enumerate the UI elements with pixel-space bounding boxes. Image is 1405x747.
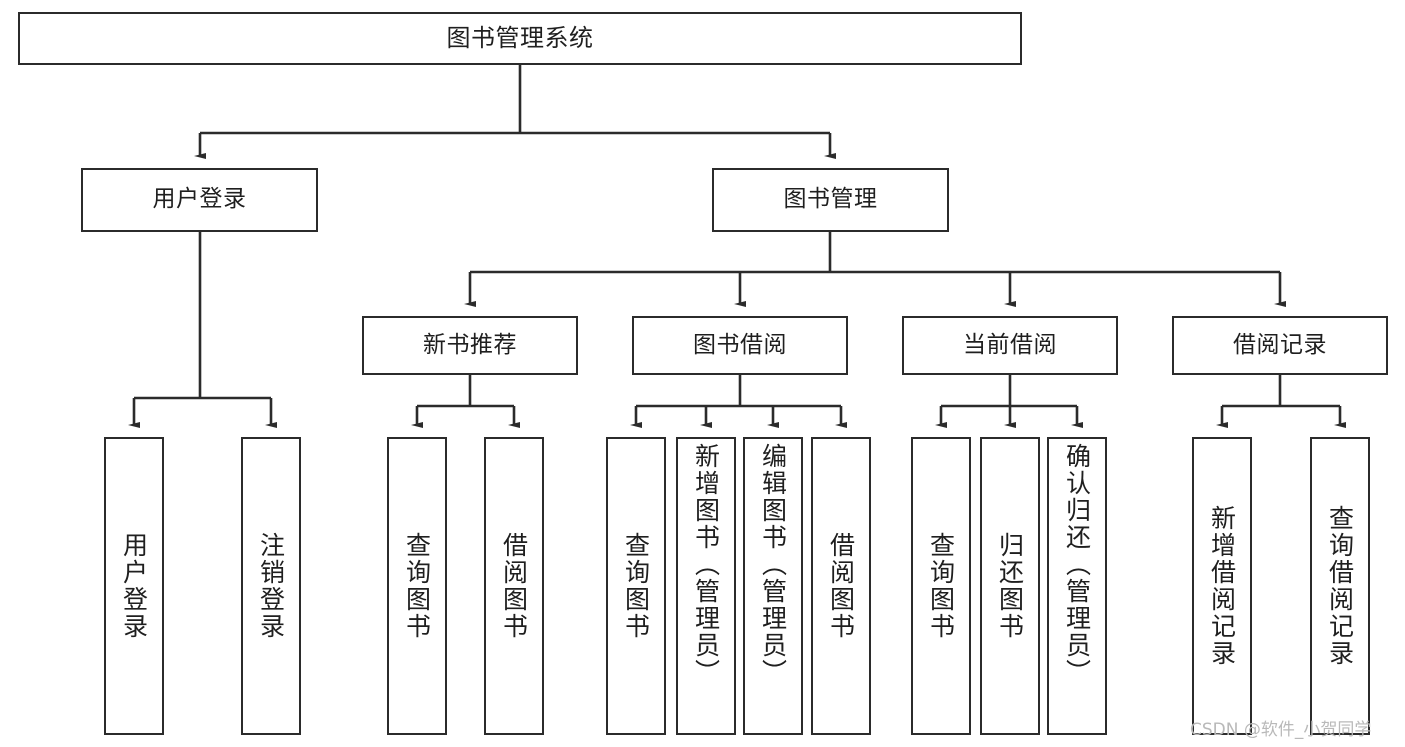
node-label: 查询图书 xyxy=(621,532,651,640)
leaf-edit-book-admin[interactable]: 编辑图书（管理员） xyxy=(743,437,803,735)
watermark: CSDN @软件_小贺同学 xyxy=(1190,720,1372,740)
leaf-add-book-admin[interactable]: 新增图书（管理员） xyxy=(676,437,736,735)
leaf-query-book-current[interactable]: 查询图书 xyxy=(911,437,971,735)
node-label: 确认归还（管理员） xyxy=(1062,443,1092,686)
node-label: 新书推荐 xyxy=(423,331,517,358)
leaf-user-logout[interactable]: 注销登录 xyxy=(241,437,301,735)
leaf-borrow-book-recommend[interactable]: 借阅图书 xyxy=(484,437,544,735)
node-label: 查询借阅记录 xyxy=(1325,505,1355,667)
node-label: 当前借阅 xyxy=(963,331,1057,358)
node-label: 借阅记录 xyxy=(1233,331,1327,358)
node-book-management[interactable]: 图书管理 xyxy=(712,168,949,232)
node-label: 注销登录 xyxy=(256,532,286,640)
leaf-borrow-book[interactable]: 借阅图书 xyxy=(811,437,871,735)
node-current-borrow[interactable]: 当前借阅 xyxy=(902,316,1118,375)
leaf-query-book-borrow[interactable]: 查询图书 xyxy=(606,437,666,735)
leaf-user-login[interactable]: 用户登录 xyxy=(104,437,164,735)
node-label: 编辑图书（管理员） xyxy=(758,443,788,686)
node-label: 用户登录 xyxy=(119,532,149,640)
node-user-login[interactable]: 用户登录 xyxy=(81,168,318,232)
node-label: 图书管理 xyxy=(783,186,878,213)
leaf-confirm-return-admin[interactable]: 确认归还（管理员） xyxy=(1047,437,1107,735)
node-borrow-records[interactable]: 借阅记录 xyxy=(1172,316,1388,375)
node-label: 新增借阅记录 xyxy=(1207,505,1237,667)
node-label: 借阅图书 xyxy=(826,532,856,640)
node-label: 借阅图书 xyxy=(499,532,529,640)
node-book-borrow[interactable]: 图书借阅 xyxy=(632,316,848,375)
leaf-query-book-recommend[interactable]: 查询图书 xyxy=(387,437,447,735)
leaf-query-borrow-record[interactable]: 查询借阅记录 xyxy=(1310,437,1370,735)
node-label: 图书管理系统 xyxy=(446,24,594,53)
node-label: 新增图书（管理员） xyxy=(691,443,721,686)
node-label: 归还图书 xyxy=(995,532,1025,640)
node-root-system[interactable]: 图书管理系统 xyxy=(18,12,1022,65)
node-label: 图书借阅 xyxy=(693,331,787,358)
node-new-book-recommend[interactable]: 新书推荐 xyxy=(362,316,578,375)
node-label: 查询图书 xyxy=(926,532,956,640)
node-label: 查询图书 xyxy=(402,532,432,640)
leaf-return-book[interactable]: 归还图书 xyxy=(980,437,1040,735)
node-label: 用户登录 xyxy=(152,186,247,213)
leaf-add-borrow-record[interactable]: 新增借阅记录 xyxy=(1192,437,1252,735)
